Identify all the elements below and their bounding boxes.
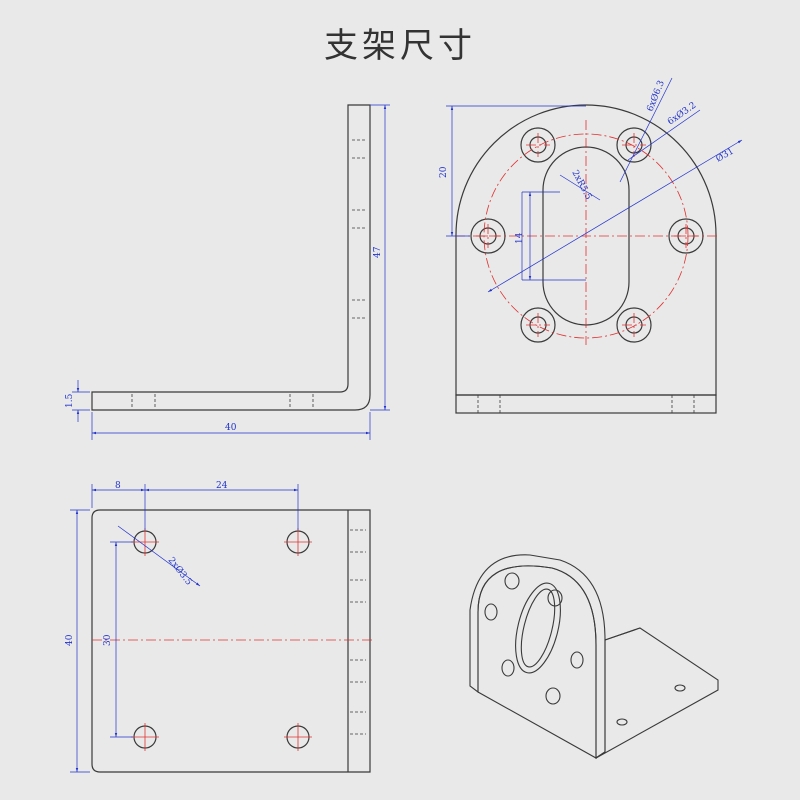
edge-offset-label: 8 [115, 481, 121, 491]
slot-length-label: 14 [515, 232, 525, 244]
bottom-view [91, 509, 371, 773]
bottom-dimensions [70, 484, 299, 773]
side-profile-outline [91, 104, 371, 411]
side-hidden-holes [131, 139, 366, 408]
iso-vertical-plate [469, 554, 606, 760]
side-thickness-label: 1.5 [65, 393, 75, 408]
hole-spacing-x-label: 24 [216, 481, 228, 491]
iso-view [469, 554, 719, 760]
bottom-centerlines [92, 528, 372, 751]
front-top-height-label: 20 [439, 166, 449, 178]
iso-slot [515, 582, 561, 674]
iso-holes [484, 572, 686, 726]
side-dimensions [72, 104, 390, 440]
iso-base-plate [595, 627, 719, 759]
iso-front-face [477, 565, 597, 759]
plate-depth-label: 40 [65, 634, 75, 646]
bolt-thru-dia-label: 6xØ3.2 [665, 100, 698, 128]
front-dimensions [446, 77, 743, 293]
front-bolt-holes [470, 127, 704, 343]
hole-spacing-y-label: 30 [103, 634, 113, 646]
pcd-label: Ø31 [714, 146, 736, 165]
slot-radius-label: 2xR5.5 [569, 169, 593, 202]
base-holes [133, 530, 310, 749]
page-title: 支架尺寸 [324, 26, 476, 66]
base-hole-dia-label: 2xØ3.5 [166, 555, 195, 588]
side-height-label: 47 [373, 246, 383, 258]
base-plate-outline [91, 509, 371, 773]
front-base-strip [455, 394, 717, 414]
bolt-hole-dia-label: 6xØ6.3 [645, 79, 667, 114]
side-view [91, 104, 371, 411]
side-width-label: 40 [225, 423, 237, 433]
